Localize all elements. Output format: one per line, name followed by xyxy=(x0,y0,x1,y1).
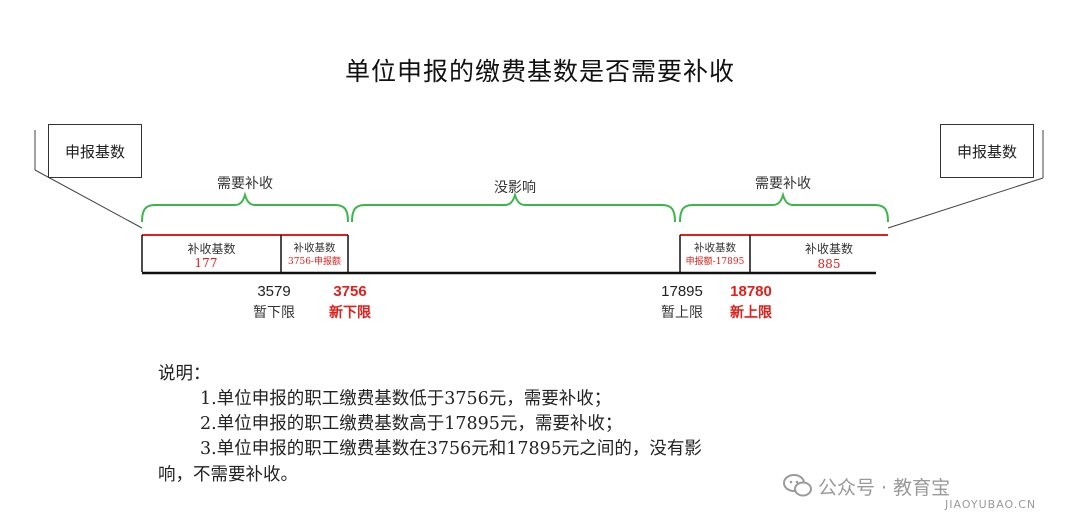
cell-left-inner-label: 补收基数 xyxy=(293,242,336,254)
brace-middle xyxy=(351,191,676,223)
tick-new-upper-label: 新上限 xyxy=(730,305,772,321)
watermark-site: JIAOYUBAO.CN xyxy=(945,498,1037,511)
note-item: 1.单位申报的职工缴费基数低于3756元，需要补收； xyxy=(200,389,612,409)
tick-new-upper-value: 18780 xyxy=(730,283,772,300)
zone-right-label: 需要补收 xyxy=(755,176,811,192)
right-connector-slant xyxy=(887,177,1044,229)
left-report-box: 申报基数 xyxy=(48,124,142,178)
cell-left-outer-label: 补收基数 xyxy=(187,242,236,256)
cell-right-inner-label: 补收基数 xyxy=(694,242,736,254)
tick-new-lower-label: 新下限 xyxy=(329,305,371,321)
tick-new-lower-value: 3756 xyxy=(333,283,367,300)
tick-old-lower-label: 暂下限 xyxy=(253,305,295,321)
page-title: 单位申报的缴费基数是否需要补收 xyxy=(344,57,735,86)
note-continuation: 响，不需要补收。 xyxy=(158,465,298,485)
zone-middle-label: 没影响 xyxy=(494,180,536,196)
cell-left-outer-value: 177 xyxy=(194,256,218,270)
tick-old-upper-label: 暂上限 xyxy=(661,305,703,321)
note-item: 3.单位申报的职工缴费基数在3756元和17895元之间的，没有影 xyxy=(200,439,702,459)
right-report-box: 申报基数 xyxy=(940,124,1034,178)
zone-left-label: 需要补收 xyxy=(217,176,273,192)
brace-left xyxy=(141,191,349,223)
tick-old-upper-value: 17895 xyxy=(661,283,703,300)
brace-right xyxy=(679,191,889,223)
cell-right-inner-value: 申报额-17895 xyxy=(685,257,745,267)
wechat-icon xyxy=(783,474,812,497)
note-item: 2.单位申报的职工缴费基数高于17895元，需要补收； xyxy=(200,414,623,434)
cell-right-outer-label: 补收基数 xyxy=(804,242,853,256)
tick-old-lower-value: 3579 xyxy=(257,283,291,300)
cell-left-inner-value: 3756-申报额 xyxy=(288,257,341,267)
watermark-account: 公众号 · 教育宝 xyxy=(818,477,951,499)
cell-right-outer-value: 885 xyxy=(817,257,841,271)
left-connector-slant xyxy=(34,169,143,229)
notes-heading: 说明： xyxy=(158,364,211,384)
